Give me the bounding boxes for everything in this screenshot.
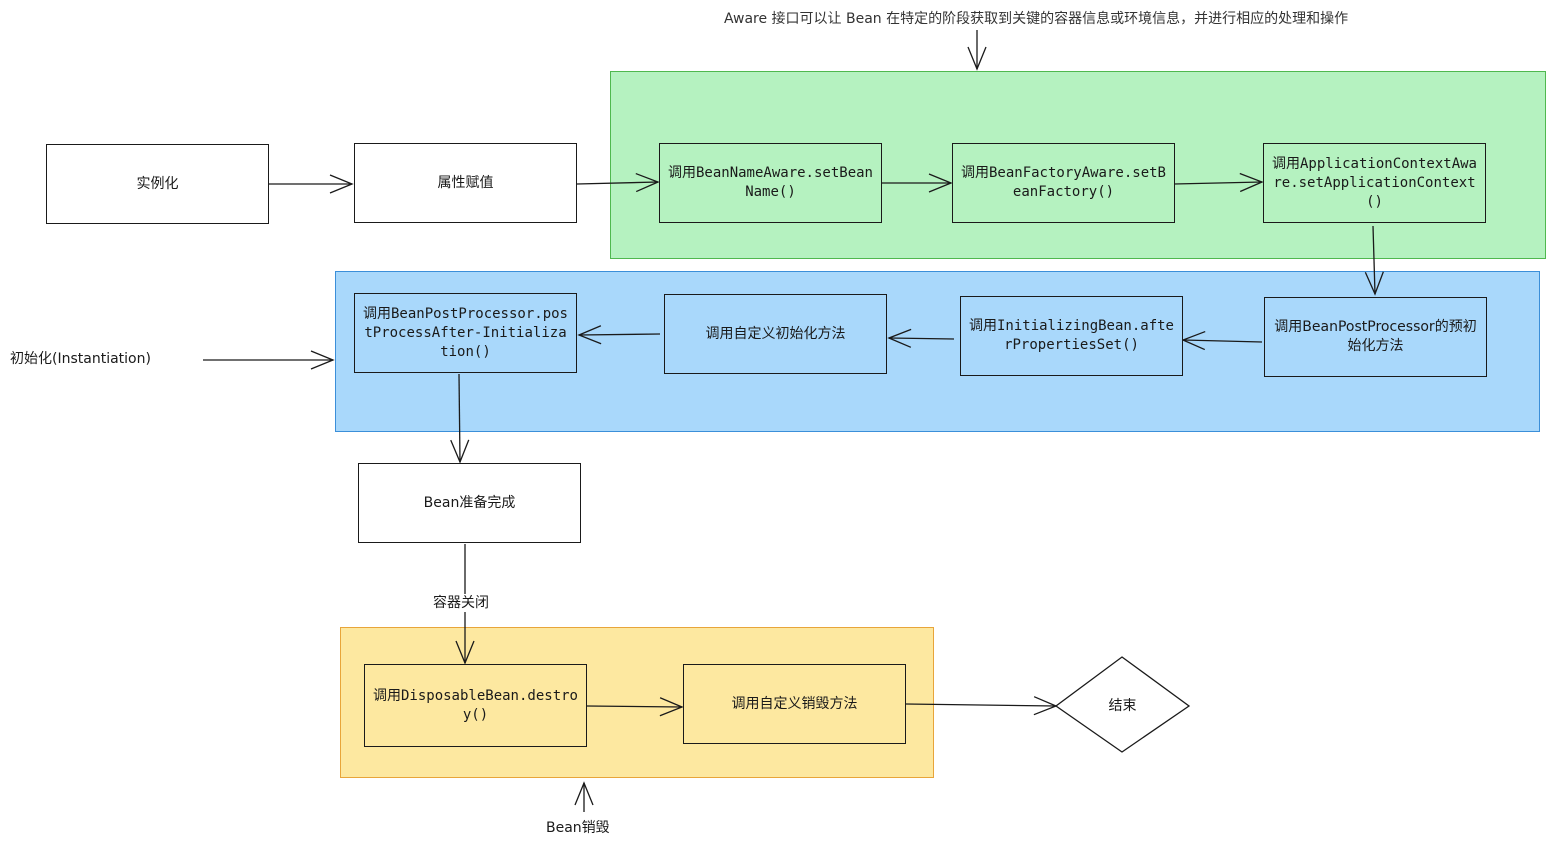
bean-factory-aware-box: 调用BeanFactoryAware.setBeanFactory() bbox=[952, 143, 1175, 223]
arrow-customdestroy-to-end bbox=[905, 696, 1058, 716]
arrow-bppbefore-to-initializing bbox=[1181, 330, 1263, 351]
arrow-appcontext-to-bppbefore bbox=[1364, 225, 1384, 296]
arrow-bppafter-to-ready bbox=[450, 373, 470, 464]
arrow-initializing-to-custominit bbox=[887, 328, 955, 348]
bean-ready-box: Bean准备完成 bbox=[358, 463, 581, 543]
populate-box: 属性赋值 bbox=[354, 143, 577, 223]
aware-note: Aware 接口可以让 Bean 在特定的阶段获取到关键的容器信息或环境信息，并… bbox=[724, 11, 1349, 27]
arrow-custominit-to-bppafter bbox=[577, 325, 661, 345]
custom-destroy-box: 调用自定义销毁方法 bbox=[683, 664, 906, 744]
disposable-bean-box: 调用DisposableBean.destroy() bbox=[364, 664, 587, 747]
arrow-beanfactory-to-appcontext bbox=[1173, 172, 1264, 193]
init-label: 初始化(Instantiation) bbox=[10, 351, 151, 367]
end-diamond-label: 结束 bbox=[1108, 698, 1137, 714]
initializing-bean-box: 调用InitializingBean.afterPropertiesSet() bbox=[960, 296, 1183, 376]
arrow-populate-to-beanname bbox=[576, 172, 660, 193]
destroy-label: Bean销毁 bbox=[546, 820, 610, 836]
arrow-disposable-to-customdestroy bbox=[586, 697, 684, 717]
container-close-label: 容器关闭 bbox=[432, 594, 490, 612]
bpp-after-box: 调用BeanPostProcessor.postProcessAfter-Ini… bbox=[354, 293, 577, 373]
instantiate-box: 实例化 bbox=[46, 144, 269, 224]
custom-init-box: 调用自定义初始化方法 bbox=[664, 294, 887, 374]
bpp-before-box: 调用BeanPostProcessor的预初始化方法 bbox=[1264, 297, 1487, 377]
end-diamond-shape bbox=[1054, 656, 1191, 753]
bean-name-aware-box: 调用BeanNameAware.setBeanName() bbox=[659, 143, 882, 223]
app-context-aware-box: 调用ApplicationContextAware.setApplication… bbox=[1263, 143, 1486, 223]
